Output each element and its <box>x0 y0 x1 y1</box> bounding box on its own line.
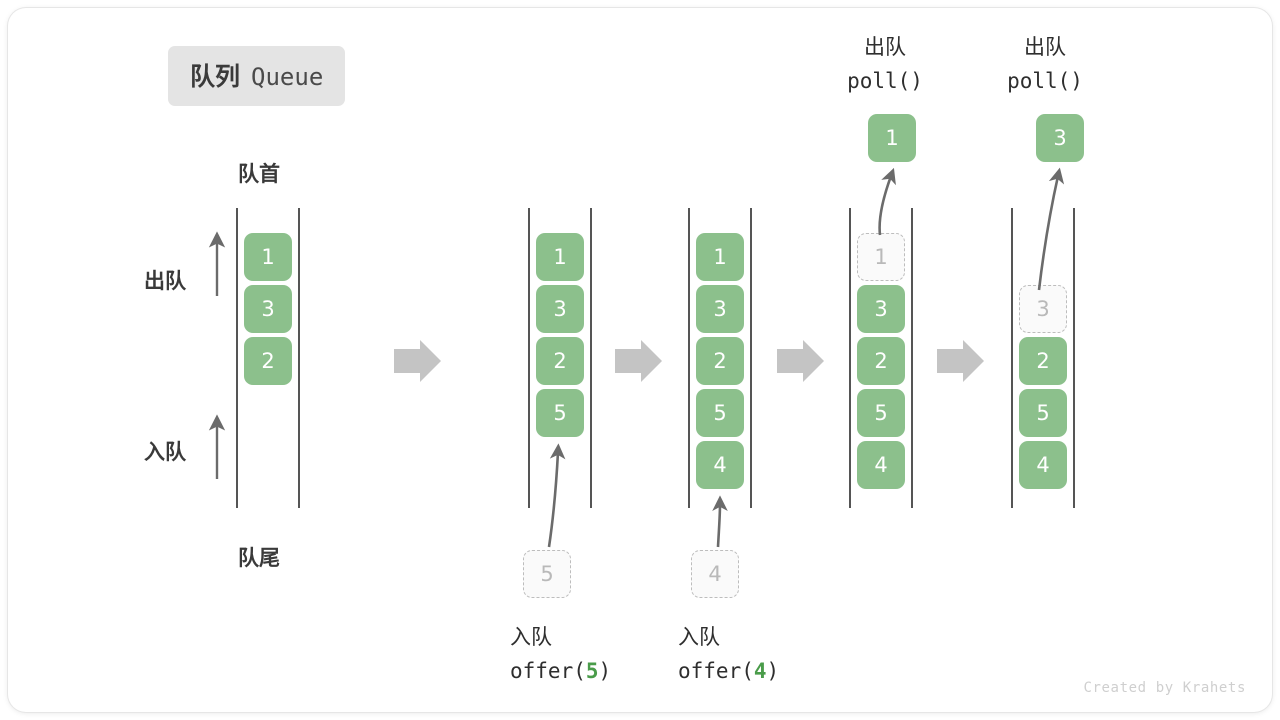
title-badge: 队列 Queue <box>168 46 346 106</box>
rail-left <box>849 208 851 508</box>
caption-poll-2-zh: 出队 <box>1024 35 1066 59</box>
floating-cell-4: 4 <box>691 550 739 598</box>
label-enqueue-direction: 入队 <box>144 440 186 464</box>
queue-cell: 4 <box>696 441 744 489</box>
rail-left <box>688 208 690 508</box>
offer-5-arg: 5 <box>585 659 599 684</box>
rail-right <box>590 208 592 508</box>
queue-cell: 5 <box>536 389 584 437</box>
offer-4-arg: 4 <box>753 659 767 684</box>
caption-offer-4-code: offer(4) <box>678 659 780 684</box>
queue-cell: 4 <box>1019 441 1067 489</box>
queue-cell-ghost: 3 <box>1019 285 1067 333</box>
rail-right <box>1073 208 1075 508</box>
rail-left <box>1011 208 1013 508</box>
rail-left <box>528 208 530 508</box>
queue-cell: 3 <box>696 285 744 333</box>
queue-cell: 2 <box>1019 337 1067 385</box>
caption-offer-5: 入队 offer(5) <box>470 620 670 688</box>
title-zh: 队列 <box>190 62 241 91</box>
caption-poll-2-code: poll() <box>1007 69 1083 94</box>
watermark: Created by Krahets <box>1083 680 1246 696</box>
rail-right <box>911 208 913 508</box>
label-rear: 队尾 <box>238 546 280 570</box>
queue-cell: 2 <box>696 337 744 385</box>
queue-cell: 5 <box>696 389 744 437</box>
queue-cell: 5 <box>857 389 905 437</box>
popped-cell-1: 1 <box>868 114 916 162</box>
title-en: Queue <box>251 63 324 91</box>
caption-poll-1-code: poll() <box>847 69 923 94</box>
queue-cell: 2 <box>857 337 905 385</box>
caption-offer-4: 入队 offer(4) <box>638 620 838 688</box>
label-front: 队首 <box>238 162 280 186</box>
queue-cell: 4 <box>857 441 905 489</box>
queue-cell: 3 <box>536 285 584 333</box>
caption-offer-5-code: offer(5) <box>510 659 612 684</box>
queue-cell: 1 <box>536 233 584 281</box>
caption-offer-5-zh: 入队 <box>510 625 552 649</box>
popped-cell-2: 3 <box>1036 114 1084 162</box>
floating-cell-5: 5 <box>523 550 571 598</box>
rail-right <box>298 208 300 508</box>
queue-cell: 2 <box>244 337 292 385</box>
rail-left <box>236 208 238 508</box>
queue-cell: 3 <box>857 285 905 333</box>
queue-cell: 1 <box>244 233 292 281</box>
queue-cell-ghost: 1 <box>857 233 905 281</box>
caption-poll-2: 出队 poll() <box>980 30 1110 98</box>
caption-poll-1-zh: 出队 <box>864 35 906 59</box>
queue-cell: 1 <box>696 233 744 281</box>
caption-offer-4-zh: 入队 <box>678 625 720 649</box>
diagram-card <box>8 8 1272 712</box>
caption-poll-1: 出队 poll() <box>820 30 950 98</box>
rail-right <box>750 208 752 508</box>
queue-cell: 2 <box>536 337 584 385</box>
queue-cell: 3 <box>244 285 292 333</box>
label-dequeue-direction: 出队 <box>144 269 186 293</box>
queue-cell: 5 <box>1019 389 1067 437</box>
